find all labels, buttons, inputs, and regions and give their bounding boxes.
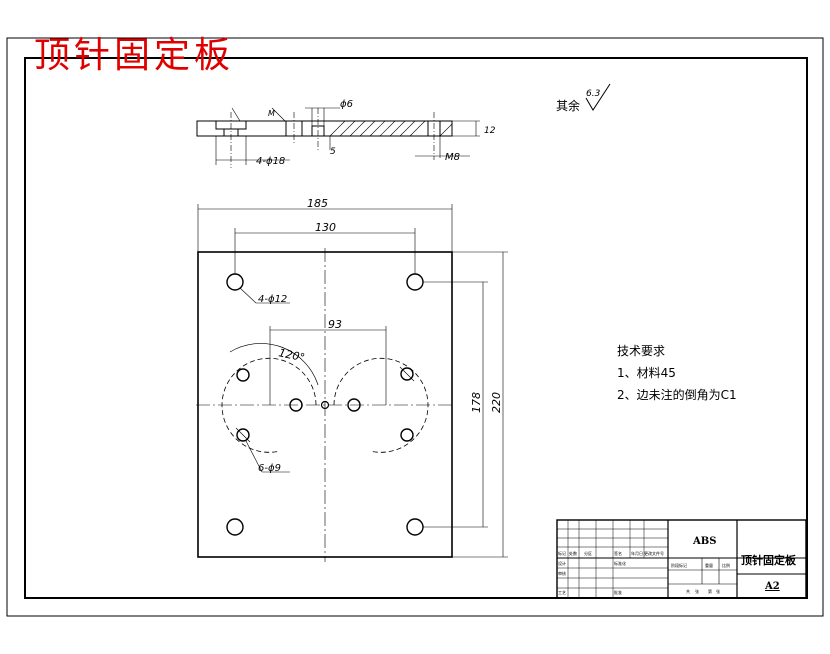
title-block	[556, 519, 807, 599]
bolt-circle-left	[221, 357, 317, 453]
tb-label: 年月日	[631, 550, 643, 556]
title-block-material: ABS	[692, 536, 716, 547]
tb-label: 张	[716, 588, 720, 594]
overlay-title: 顶针固定板	[34, 35, 235, 76]
small-hole-r2	[347, 398, 361, 412]
dim-angle-120: 120°	[277, 346, 306, 364]
tb-label: 批准	[614, 589, 622, 595]
dim-178: 178	[470, 392, 483, 413]
dim-130: 130	[315, 221, 336, 234]
dim-220: 220	[490, 392, 503, 413]
center-ejector-hole	[320, 400, 330, 410]
corner-hole-bl	[226, 518, 244, 536]
tb-label: 工艺	[558, 590, 566, 595]
outer-border	[6, 37, 824, 617]
dim-185: 185	[307, 197, 328, 210]
callout-6-phi9: 6-ϕ9	[258, 463, 281, 474]
dim-4-phi18: 4-ϕ18	[256, 156, 285, 167]
tb-label: 第	[708, 588, 712, 594]
tb-label: 标准化	[614, 560, 626, 566]
notes-heading: 技术要求	[617, 344, 665, 358]
tb-label: 更改文件号	[644, 550, 664, 556]
tb-label: 处数	[569, 550, 577, 556]
dim-phi6: ϕ6	[340, 99, 353, 110]
surface-finish-label: 其余	[556, 98, 580, 113]
small-hole-l1	[236, 368, 250, 382]
corner-hole-tl	[226, 273, 244, 291]
dim-m8: M8	[445, 152, 460, 163]
dim-93: 93	[328, 318, 342, 331]
plan-view	[196, 204, 508, 562]
bolt-circle-right	[333, 357, 429, 453]
small-hole-l2	[289, 398, 303, 412]
tb-label: 阶段标记	[671, 562, 687, 568]
corner-hole-br	[406, 518, 424, 536]
tb-label: 分区	[584, 550, 592, 556]
tb-label: 审核	[558, 570, 566, 576]
inner-border	[24, 57, 808, 599]
tb-label: 设计	[558, 560, 566, 566]
tb-label: 重量	[705, 562, 713, 568]
notes-item-2: 2、边未注的倒角为C1	[617, 387, 737, 402]
small-hole-l3	[236, 428, 250, 442]
small-hole-r3	[400, 428, 414, 442]
tb-label: 标记	[558, 550, 566, 556]
title-block-sheet-size: A2	[764, 581, 780, 592]
tb-label: 签名	[614, 550, 622, 556]
title-block-part-name: 顶针固定板	[741, 553, 797, 567]
surface-finish-value: 6.3	[586, 89, 601, 99]
section-view	[196, 107, 480, 168]
corner-hole-tr	[406, 273, 424, 291]
angle-arc	[229, 343, 319, 386]
title-block-small-labels: 标记 处数 分区 更改文件号 签名 年月日 设计 标准化 审核 工艺 批准 阶段…	[558, 550, 730, 595]
dim-5: 5	[330, 147, 336, 157]
tb-label: 比例	[722, 562, 730, 568]
small-hole-r1	[400, 367, 414, 381]
callout-4-phi12: 4-ϕ12	[258, 294, 287, 305]
surface-finish-symbol	[585, 83, 611, 111]
tb-label: 共	[686, 588, 690, 594]
section-hatching	[329, 120, 453, 137]
dim-w: M	[268, 109, 275, 118]
dim-thickness-12: 12	[484, 126, 496, 136]
notes-item-1: 1、材料45	[617, 366, 676, 380]
tb-label: 张	[695, 588, 699, 594]
